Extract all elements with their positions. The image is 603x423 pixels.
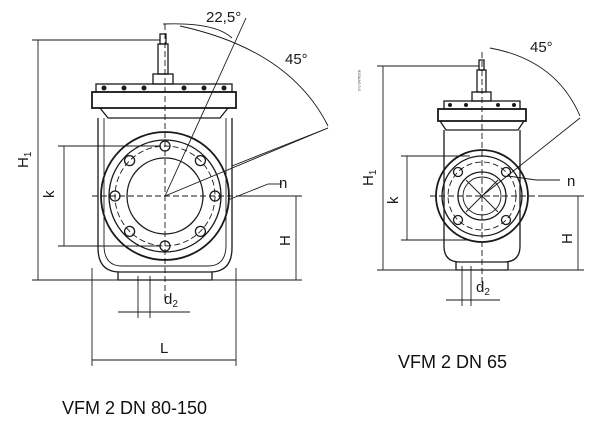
- left-stem: [152, 33, 174, 85]
- left-d2-dimension: d2: [118, 276, 190, 318]
- left-flange: [92, 24, 250, 300]
- left-h1-label: H1: [15, 151, 34, 168]
- right-h1-letter: H: [360, 175, 377, 186]
- right-h-label: H: [559, 233, 576, 244]
- right-h1-subscript: 1: [368, 169, 379, 175]
- right-flange: [430, 52, 540, 288]
- left-bonnet: [91, 83, 237, 119]
- right-caption: VFM 2 DN 65: [398, 352, 507, 372]
- left-n-label: n: [279, 175, 287, 192]
- right-d2-label: d2: [476, 279, 490, 298]
- right-angle-arc: 45°: [481, 39, 581, 197]
- drawing-code: 633AA0.0.0: [357, 70, 362, 92]
- left-d2-subscript: 2: [172, 299, 178, 310]
- left-k-label: k: [41, 190, 58, 198]
- right-n-leader: n: [507, 173, 575, 190]
- right-d2-dimension: d2: [446, 266, 500, 306]
- left-caption: VFM 2 DN 80-150: [62, 398, 207, 418]
- right-k-dimension: k: [385, 155, 470, 241]
- right-n-label: n: [567, 173, 575, 190]
- valve-dn80-150-drawing: 22,5° 45° n H1 k: [15, 9, 329, 418]
- valve-dn65-drawing: 45° n H1 k H: [360, 39, 584, 372]
- left-n-leader: n: [227, 175, 287, 201]
- left-l-dimension: L: [91, 268, 237, 366]
- right-h1-dimension: H1: [360, 65, 479, 271]
- left-h1-dimension: H1: [15, 39, 160, 281]
- right-h1-label: H1: [360, 169, 379, 186]
- left-h1-subscript: 1: [23, 151, 34, 157]
- left-l-label: L: [160, 340, 168, 357]
- right-d2-letter: d: [476, 279, 484, 296]
- right-h-dimension: H: [508, 195, 584, 271]
- left-angle-45-label: 45°: [285, 51, 308, 68]
- left-d2-label: d2: [164, 291, 178, 310]
- right-k-label: k: [385, 196, 402, 204]
- right-d2-subscript: 2: [484, 287, 490, 298]
- left-h-dimension: H: [212, 195, 302, 281]
- left-angle-arcs: 22,5° 45°: [162, 9, 329, 197]
- left-k-dimension: k: [41, 145, 160, 247]
- left-h-label: H: [277, 235, 294, 246]
- left-d2-letter: d: [164, 291, 172, 308]
- left-angle-22-5-label: 22,5°: [206, 9, 241, 26]
- left-h1-letter: H: [15, 157, 32, 168]
- right-angle-45-label: 45°: [530, 39, 553, 56]
